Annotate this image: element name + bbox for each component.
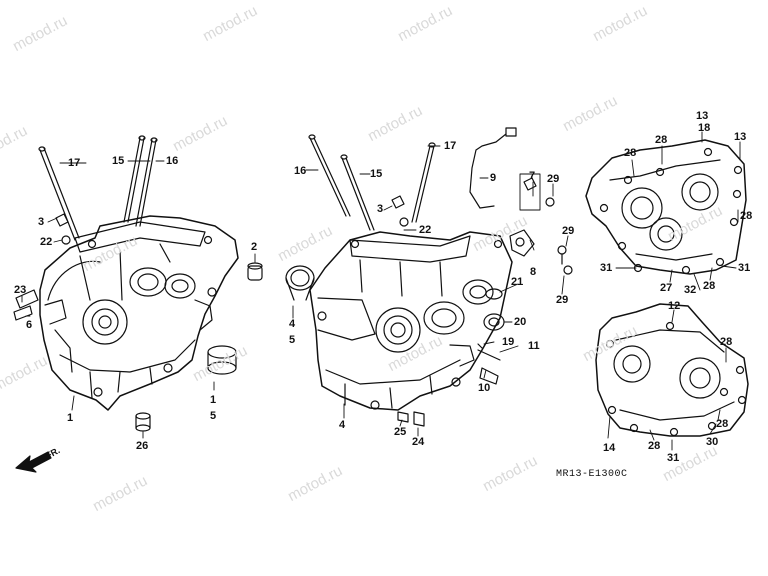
callout-7: 7	[529, 170, 536, 182]
callout-6: 6	[26, 319, 33, 331]
callout-28: 28	[703, 280, 716, 292]
callout-30: 30	[706, 436, 719, 448]
callout-18: 18	[698, 122, 711, 134]
callout-4: 4	[289, 318, 296, 330]
callout-29: 29	[556, 294, 569, 306]
callout-24: 24	[412, 436, 425, 448]
front-direction-arrow	[15, 451, 52, 473]
diagram-code: MR13-E1300C	[556, 469, 628, 480]
callout-3: 3	[38, 216, 45, 228]
callout-21: 21	[511, 276, 524, 288]
callout-3: 3	[377, 203, 384, 215]
callout-17: 17	[68, 157, 81, 169]
callout-28: 28	[716, 418, 729, 430]
callout-5: 5	[210, 410, 217, 422]
center-studs	[308, 134, 436, 231]
callout-8: 8	[530, 266, 537, 278]
callout-22: 22	[40, 236, 53, 248]
callout-13: 13	[734, 131, 747, 143]
callout-5: 5	[289, 334, 296, 346]
leader-lines	[21, 131, 741, 451]
callout-16: 16	[166, 155, 179, 167]
callout-29: 29	[547, 173, 560, 185]
cover-top-right	[585, 139, 747, 275]
callout-15: 15	[370, 168, 383, 180]
callout-19: 19	[502, 336, 515, 348]
callout-4: 4	[339, 419, 346, 431]
callout-26: 26	[136, 440, 149, 452]
callout-28: 28	[655, 134, 668, 146]
callout-22: 22	[419, 224, 432, 236]
callout-28: 28	[624, 147, 637, 159]
left-crankcase-half	[39, 215, 239, 411]
callout-20: 20	[514, 316, 527, 328]
callout-28: 28	[720, 336, 733, 348]
callout-11: 11	[528, 340, 540, 352]
callout-12: 12	[668, 300, 681, 312]
callout-32: 32	[684, 284, 697, 296]
callout-1: 1	[67, 412, 74, 424]
right-crankcase-half	[309, 231, 513, 411]
callout-17: 17	[444, 140, 457, 152]
left-studs	[38, 135, 158, 241]
callout-31: 31	[600, 262, 613, 274]
callout-10: 10	[478, 382, 491, 394]
callout-25: 25	[394, 426, 407, 438]
cover-bottom-right	[595, 303, 749, 437]
callout-16: 16	[294, 165, 307, 177]
callout-1: 1	[210, 394, 217, 406]
callout-31: 31	[667, 452, 680, 464]
callout-15: 15	[112, 155, 125, 167]
callout-31: 31	[738, 262, 751, 274]
callout-2: 2	[251, 241, 258, 253]
callout-27: 27	[660, 282, 673, 294]
callout-23: 23	[14, 284, 27, 296]
callout-13: 13	[696, 110, 709, 122]
callout-28: 28	[648, 440, 661, 452]
callout-28: 28	[740, 210, 753, 222]
callout-9: 9	[490, 172, 497, 184]
callout-29: 29	[562, 225, 575, 237]
callout-14: 14	[603, 442, 616, 454]
